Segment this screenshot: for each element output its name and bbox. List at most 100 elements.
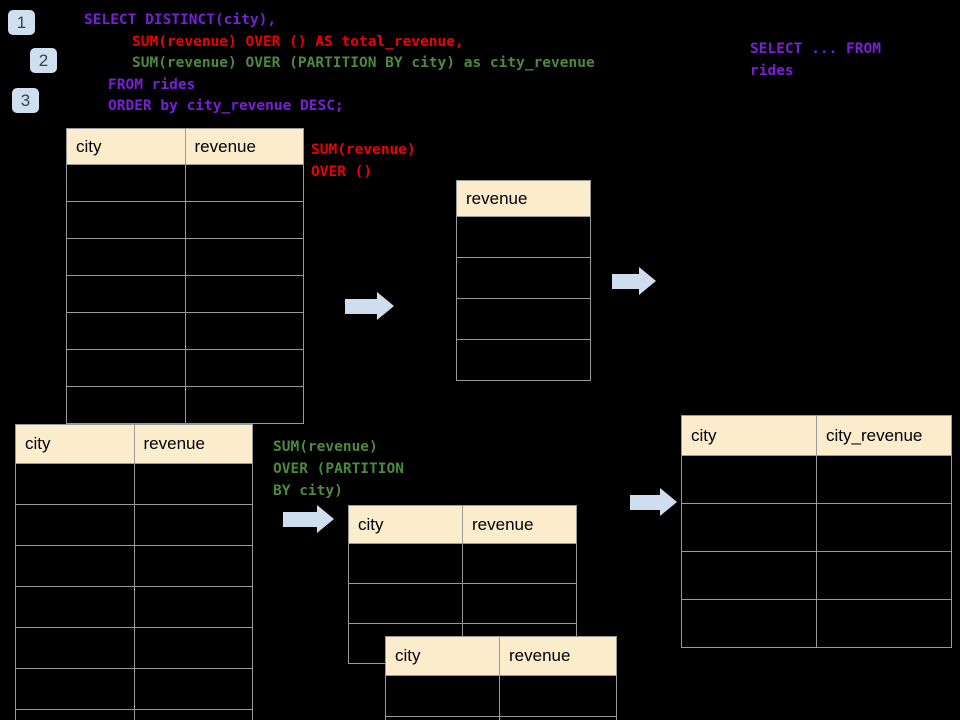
table-cell [348,583,463,624]
table-cell [184,275,304,313]
table-cell [456,216,591,258]
table-row [15,545,253,587]
arrow-shaft [283,512,317,527]
table-cell [462,543,577,584]
table-cell [15,627,135,669]
annot-sum-over-partition: SUM(revenue) OVER (PARTITION BY city) [273,439,404,499]
table-cell [681,599,817,648]
sql-line-4: FROM rides [108,76,196,93]
table-cell [385,675,500,717]
table-row [456,216,591,258]
column-header: revenue [184,128,304,165]
table-row [66,201,304,239]
table-cell [184,238,304,276]
sql-line-1: SELECT DISTINCT(city), [84,12,277,28]
arrow-shaft [345,299,377,314]
table-cell [15,504,135,546]
table-row [681,455,952,504]
table-cell [184,201,304,239]
column-header: revenue [456,180,591,217]
table-cell [66,164,186,202]
table-row [66,164,304,202]
table-cell [462,583,577,624]
table-cell [184,164,304,202]
sql-line-3: SUM(revenue) OVER (PARTITION BY city) as… [132,55,595,71]
column-header: city [15,424,135,464]
table-cell [816,599,952,648]
table-row [681,551,952,600]
table-row [681,503,952,552]
table-cell [184,386,304,424]
sql-line-2: SUM(revenue) OVER () AS total_revenue, [132,33,464,50]
column-header: revenue [499,636,617,676]
table-row [456,339,591,381]
table-cell [348,543,463,584]
table-cell [816,503,952,552]
table-cell [133,709,253,720]
table-row [66,349,304,387]
table-row [66,275,304,313]
table-row [15,504,253,546]
arrow-head [660,488,677,516]
table-row [15,668,253,710]
arrow-head [377,292,394,320]
table-row [348,583,577,624]
table-total-revenue: revenue [456,180,591,381]
table-cell [66,349,186,387]
column-header: city [348,505,463,544]
table-cell [816,455,952,504]
table-row [66,312,304,350]
column-header: city [385,636,500,676]
column-header: city [681,415,817,456]
table-cell [133,586,253,628]
table-header-row: revenue [456,180,591,217]
table-cell [816,551,952,600]
table-cell [15,463,135,505]
sql-line-5: ORDER by city_revenue DESC; [108,98,344,114]
step-badge-1: 1 [8,10,35,35]
table-cell [133,463,253,505]
table-row [66,238,304,276]
table-cell [133,545,253,587]
annot-sum-over-empty: SUM(revenue) OVER () [311,142,416,180]
table-row [15,463,253,505]
table-row [15,627,253,669]
table-cell [15,586,135,628]
step-badge-2: 2 [30,48,57,73]
table-cell [66,201,186,239]
table-cell [133,504,253,546]
table-cell [681,551,817,600]
table-cell [499,675,617,717]
arrow-head [639,267,656,295]
table-cell [184,349,304,387]
table-cell [385,716,500,720]
arrow-shaft [612,274,639,289]
arrow-head [317,505,334,533]
table-cell [133,627,253,669]
table-cell [681,455,817,504]
column-header: revenue [133,424,253,464]
table-cell [456,257,591,299]
table-cell [66,312,186,350]
table-cell [456,298,591,340]
table-cell [184,312,304,350]
table-cell [133,668,253,710]
table-cell [499,716,617,720]
table-row [385,716,617,720]
table-row [348,543,577,584]
column-header: city_revenue [816,415,952,456]
sql-query-block: SELECT DISTINCT(city), SUM(revenue) OVER … [84,12,595,120]
table-row [385,675,617,717]
table-cell [15,545,135,587]
table-row [456,257,591,299]
arrow-shaft [630,495,660,510]
